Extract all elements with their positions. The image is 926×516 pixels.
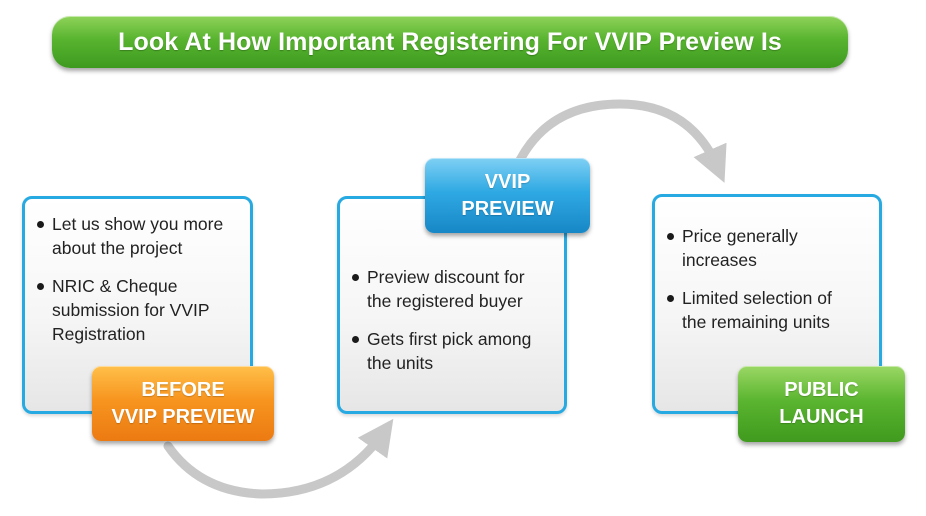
bullet-text: submission for VVIP — [52, 300, 210, 320]
bullet-text: Preview discount for — [367, 267, 525, 287]
bullet-text: Price generally — [682, 226, 798, 246]
bullet-icon — [667, 295, 674, 302]
bullet-text: increases — [682, 250, 757, 270]
list-item: NRIC & Cheque submission for VVIP Regist… — [37, 274, 247, 346]
bullet-text: about the project — [52, 238, 183, 258]
stage-label-line: VVIP PREVIEW — [111, 405, 255, 428]
bullet-text: Gets first pick among — [367, 329, 532, 349]
title-banner: Look At How Important Registering For VV… — [52, 16, 848, 68]
stage-label-line: PREVIEW — [461, 197, 554, 220]
bullet-list: Price generally increases Limited select… — [667, 224, 877, 348]
list-item: Gets first pick among the units — [352, 327, 562, 375]
list-item: Let us show you more about the project — [37, 212, 247, 260]
bullet-text: NRIC & Cheque — [52, 276, 178, 296]
stage-label-line: BEFORE — [141, 378, 225, 401]
list-item: Price generally increases — [667, 224, 877, 272]
bullet-text: the remaining units — [682, 312, 830, 332]
bullet-text: Let us show you more — [52, 214, 224, 234]
bullet-text: the registered buyer — [367, 291, 523, 311]
stage-label-line: PUBLIC — [784, 379, 859, 401]
bullet-icon — [352, 274, 359, 281]
stage-label-vvip-preview: VVIP PREVIEW — [425, 158, 590, 233]
stage-label-line: VVIP — [484, 170, 531, 193]
arrow-before-to-vvip — [163, 418, 394, 499]
stage-label-line: LAUNCH — [779, 406, 864, 428]
list-item: Preview discount for the registered buye… — [352, 265, 562, 313]
page-title: Look At How Important Registering For VV… — [118, 27, 782, 56]
bullet-icon — [37, 283, 44, 290]
bullet-list: Preview discount for the registered buye… — [352, 265, 562, 389]
bullet-text: the units — [367, 353, 434, 373]
arrow-vvip-to-public — [515, 99, 727, 183]
bullet-icon — [667, 233, 674, 240]
bullet-list: Let us show you more about the project N… — [37, 212, 247, 360]
bullet-icon — [352, 336, 359, 343]
stage-label-before-vvip-preview: BEFORE VVIP PREVIEW — [92, 366, 274, 441]
list-item: Limited selection of the remaining units — [667, 286, 877, 334]
bullet-text: Registration — [52, 324, 146, 344]
stage-label-public-launch: PUBLIC LAUNCH — [738, 366, 905, 442]
bullet-icon — [37, 221, 44, 228]
bullet-text: Limited selection of — [682, 288, 832, 308]
